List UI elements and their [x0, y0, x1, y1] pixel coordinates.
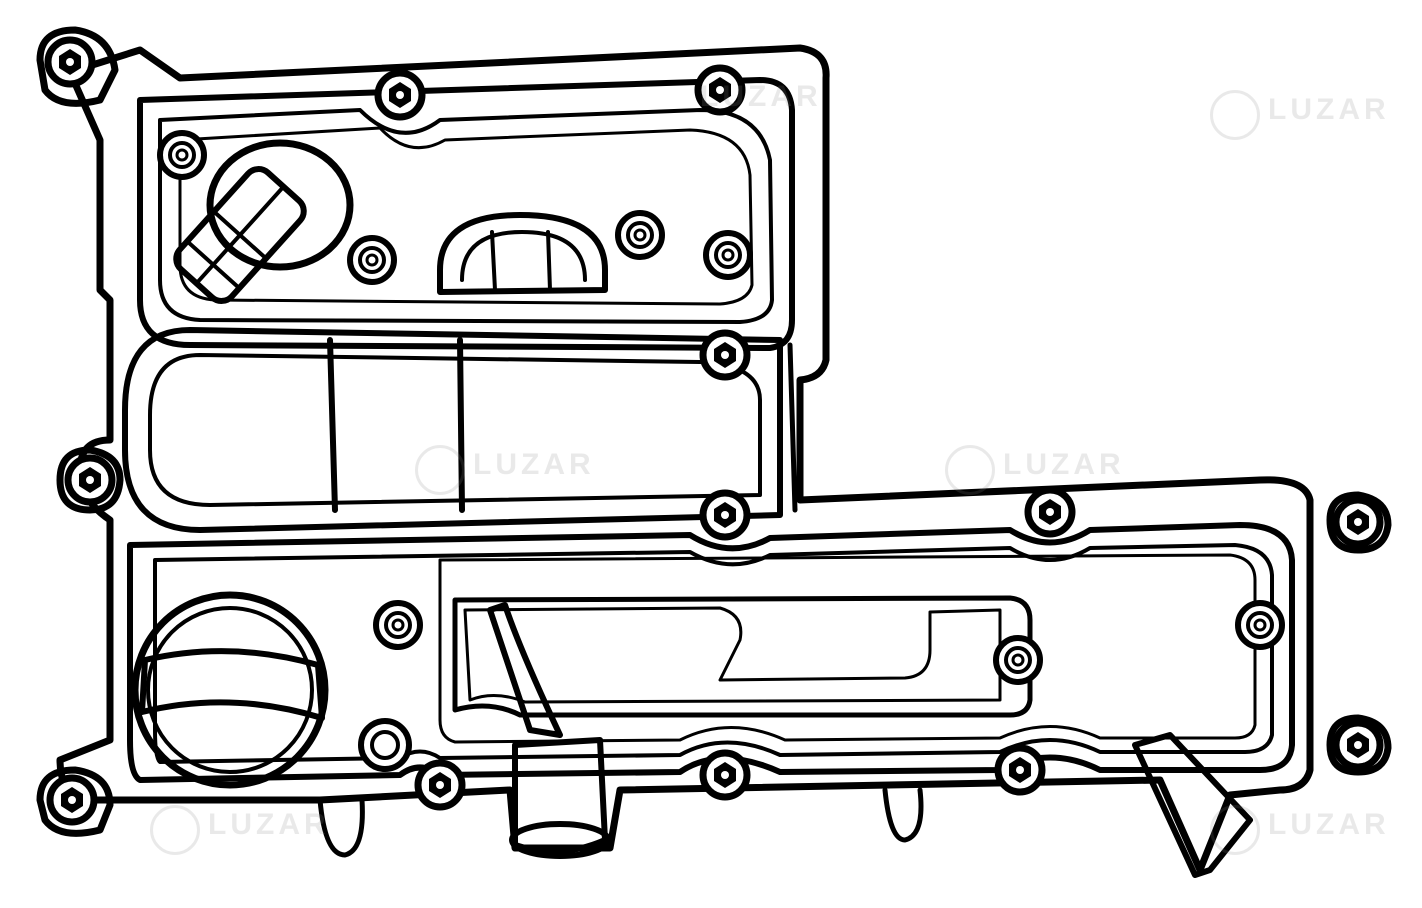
luzar-lion-logo-icon [945, 445, 995, 495]
oval-port [437, 212, 608, 295]
bolt [994, 744, 1046, 796]
luzar-lion-logo-icon [1210, 90, 1260, 140]
bolt [1024, 486, 1076, 538]
watermark: LUZAR [1210, 805, 1390, 855]
watermark: LUZAR [150, 805, 330, 855]
outlet-pipe-mouth [509, 821, 611, 859]
bolt [1332, 496, 1384, 548]
bolt [46, 774, 98, 826]
lower-gasket-outer [127, 522, 1295, 783]
bolt [414, 759, 466, 811]
ear-top-left [36, 26, 119, 107]
washer [703, 230, 753, 280]
rib-1 [327, 337, 338, 513]
bolt [44, 36, 96, 88]
lower-gasket-groove [438, 553, 1257, 744]
upper-gasket-groove [178, 126, 754, 306]
watermark: LUZAR [415, 445, 595, 495]
washer [347, 235, 397, 285]
washer-group [157, 130, 1285, 772]
oval-port-inner [460, 230, 587, 282]
inner-channel-2 [463, 606, 1002, 704]
oil-cap-grip [139, 648, 325, 721]
lower-gasket-inner [153, 543, 1274, 764]
bolt [699, 489, 751, 541]
washer [358, 718, 412, 772]
luzar-lion-logo-icon [1210, 805, 1260, 855]
watermark-brand: LUZAR [1268, 93, 1390, 127]
ear-bottom-left [36, 766, 114, 837]
rib-3 [787, 342, 798, 513]
bolt [64, 454, 116, 506]
watermark-brand: LUZAR [1003, 448, 1125, 482]
bolt [374, 69, 426, 121]
watermark: LUZAR [1210, 90, 1390, 140]
watermark-brand: LUZAR [473, 448, 595, 482]
washer [373, 600, 423, 650]
watermark: LUZAR [945, 445, 1125, 495]
bolt-group [44, 36, 1384, 826]
watermark-brand: LUZAR [700, 80, 822, 113]
breather-housing [206, 139, 354, 271]
bolt [1332, 719, 1384, 771]
upper-gasket-inner [158, 108, 774, 324]
watermark-brand: LUZAR [1268, 808, 1390, 842]
washer [993, 635, 1043, 685]
ear-bottom-tab-1 [317, 797, 365, 858]
watermark-brand: LUZAR [208, 808, 330, 842]
ear-bottom-tab-2 [882, 787, 924, 843]
ear-right-bottom [1326, 714, 1392, 776]
ear-left-mid [56, 446, 124, 514]
washer [615, 210, 665, 260]
breather-tube [173, 166, 307, 304]
washer [1235, 600, 1285, 650]
oil-cap-outer [131, 591, 329, 789]
bolt [699, 329, 751, 381]
luzar-lion-logo-icon [150, 805, 200, 855]
bolt [694, 64, 746, 116]
inner-channel [452, 595, 1033, 718]
middle-chamber-inner [148, 353, 762, 507]
luzar-lion-logo-icon [415, 445, 465, 495]
washer [157, 130, 207, 180]
upper-gasket-outer [137, 77, 795, 351]
watermark: LUZAR [700, 80, 822, 114]
ear-right-top [1326, 491, 1392, 554]
bolt [699, 749, 751, 801]
pcv-tube [487, 602, 563, 738]
oil-cap-inner [146, 606, 314, 774]
middle-chamber-outer [122, 327, 783, 533]
